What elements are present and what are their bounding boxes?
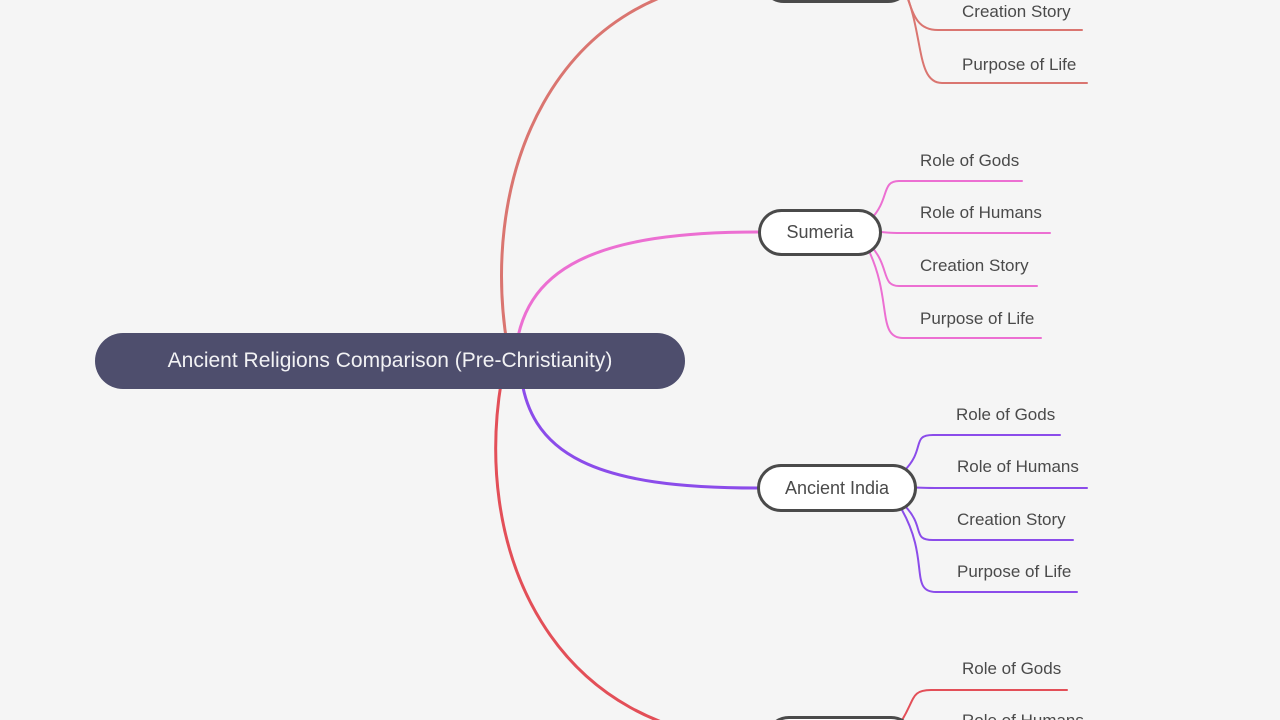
link-root-to-bottom-branch (494, 360, 662, 720)
link-sumeria-creation-story (870, 245, 1038, 287)
child-label-sumeria-role-of-gods[interactable]: Role of Gods (920, 151, 1020, 170)
link-sumeria-purpose-of-life (868, 250, 1042, 339)
root-node-label: Ancient Religions Comparison (Pre-Christ… (167, 349, 613, 372)
link-india-role-of-gods (903, 434, 1061, 472)
branch-node-ancient-india[interactable]: Ancient India (757, 464, 917, 512)
link-india-creation-story (903, 504, 1074, 541)
link-india-role-of-humans (907, 486, 1088, 489)
child-label-india-purpose-of-life[interactable]: Purpose of Life (957, 562, 1072, 581)
child-label-india-role-of-humans[interactable]: Role of Humans (957, 457, 1079, 476)
child-label-india-creation-story[interactable]: Creation Story (957, 510, 1066, 529)
branch-node-top[interactable] (760, 0, 912, 3)
link-sumeria-role-of-gods (870, 180, 1023, 220)
link-root-to-top-branch (500, 0, 659, 372)
link-top-purpose-of-life (907, 0, 1088, 84)
branch-node-ancient-india-label: Ancient India (784, 477, 890, 498)
child-label-bottom-role-of-humans[interactable]: Role of Humans (962, 710, 1084, 720)
link-root-to-ancient-india (518, 362, 759, 490)
branch-node-sumeria-label: Sumeria (786, 222, 854, 242)
root-node[interactable]: Ancient Religions Comparison (Pre-Christ… (95, 333, 685, 389)
child-label-india-role-of-gods[interactable]: Role of Gods (956, 405, 1056, 424)
child-label-sumeria-role-of-humans[interactable]: Role of Humans (920, 203, 1042, 222)
child-label-top-creation-story[interactable]: Creation Story (962, 2, 1071, 21)
child-label-sumeria-creation-story[interactable]: Creation Story (920, 256, 1029, 275)
link-root-to-sumeria (513, 230, 760, 362)
branch-node-bottom[interactable] (765, 716, 915, 720)
child-label-sumeria-purpose-of-life[interactable]: Purpose of Life (920, 309, 1035, 328)
child-label-bottom-role-of-gods[interactable]: Role of Gods (962, 659, 1062, 678)
link-sumeria-role-of-humans (872, 230, 1051, 234)
branch-node-sumeria[interactable]: Sumeria (758, 209, 882, 256)
link-india-purpose-of-life (901, 509, 1078, 593)
link-top-creation-story (907, 0, 1083, 31)
child-label-top-purpose-of-life[interactable]: Purpose of Life (962, 55, 1077, 74)
